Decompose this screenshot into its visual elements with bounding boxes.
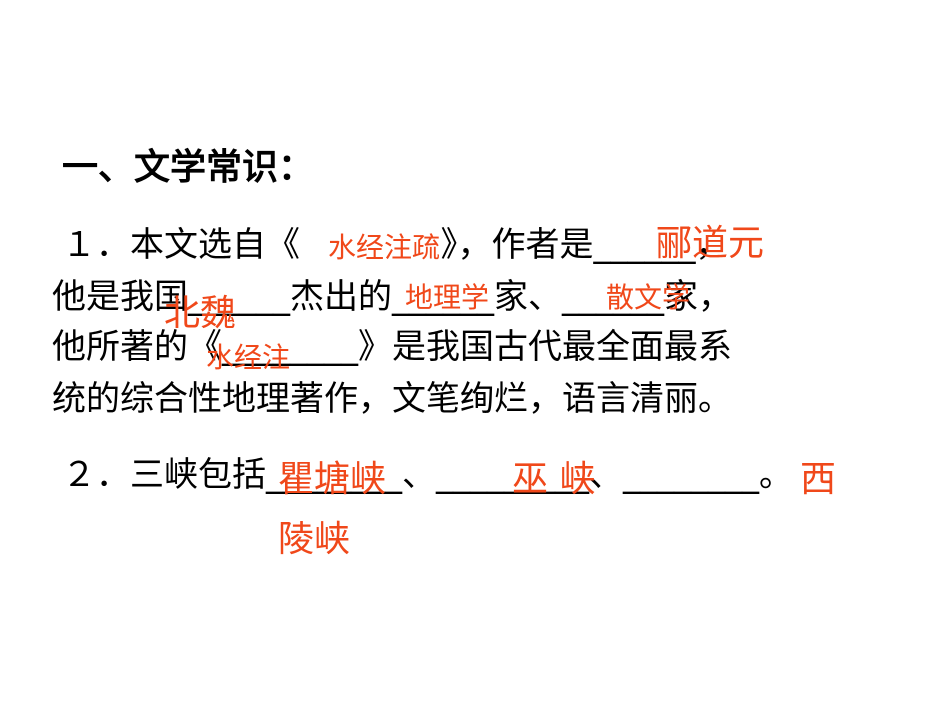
answer-dynasty: 北魏 [164,293,237,334]
answer-field-2: 散文学 [606,281,691,314]
q1-line-1: １．本文选自《 》，作者是______， [62,225,730,265]
answer-gorge-3-part-2: 陵峡 [278,519,351,560]
section-title: 一、文学常识： [62,147,315,188]
q1-line-4: 统的综合性地理著作，文笔绚烂，语言清丽。 [52,379,732,419]
answer-gorge-1: 瞿塘峡 [278,459,387,500]
answer-field-1: 地理学 [405,281,490,314]
q1-line-3: 他所著的《________》是我国古代最全面最系 [52,327,732,367]
q2-line-1: ２．三峡包括________、_________、________。 [62,455,793,495]
q1-line-2: 他是我国______杰出的______家、______家， [52,277,732,317]
answer-author: 郦道元 [656,223,765,264]
answer-source-book: 水经注疏 [328,231,441,264]
answer-work: 水经注 [206,341,291,374]
answer-gorge-2: 巫 峡 [512,459,596,500]
answer-gorge-3-part-1: 西 [800,459,837,500]
